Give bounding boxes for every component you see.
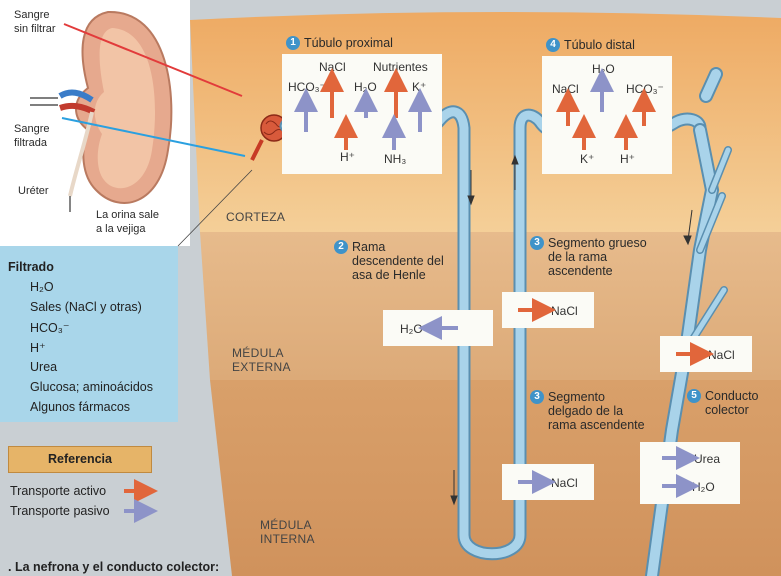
label-sangre-filtrada: Sangre filtrada (14, 123, 50, 149)
filtrado-item: Glucosa; aminoácidos (30, 380, 153, 394)
thin-nacl-label: NaCl (551, 476, 578, 490)
label-orina: La orina sale a la vejiga (96, 209, 159, 235)
segment-1-badge: 1 (286, 36, 300, 50)
segment-2-badge: 2 (334, 240, 348, 254)
medula-externa-zone (200, 232, 781, 380)
filtrado-item: Urea (30, 360, 58, 374)
zone-label-corteza: CORTEZA (226, 210, 286, 224)
collector-nacl-label: NaCl (708, 348, 735, 362)
figure-caption: . La nefrona y el conducto colector: (8, 560, 220, 574)
distal-k: K⁺ (580, 152, 595, 166)
filtrado-item: HCO₃⁻ (30, 321, 70, 335)
proximal-nh3: NH₃ (384, 152, 407, 166)
kidney-inset: Sangre sin filtrar Sangre filtrada Uréte… (0, 0, 190, 246)
collector-urea-label: Urea (694, 452, 721, 466)
filtrado-item: H⁺ (30, 341, 46, 355)
filtrado-panel: Filtrado H₂O Sales (NaCl y otras) HCO₃⁻ … (0, 246, 178, 422)
segment-5-label: Conducto colector (705, 389, 759, 417)
zone-label-medula-interna: MÉDULA INTERNA (260, 518, 315, 546)
red-pointer-line (63, 23, 243, 97)
segment-3-thin-badge: 3 (530, 390, 544, 404)
segment-4-label: Túbulo distal (564, 38, 635, 52)
blue-pointer-line (61, 117, 246, 157)
filtrado-title: Filtrado (8, 260, 54, 274)
filtrado-item: H₂O (30, 280, 54, 294)
thick-nacl-label: NaCl (551, 304, 578, 318)
distal-h: H⁺ (620, 152, 635, 166)
segment-5-badge: 5 (687, 389, 701, 403)
legend-swatches (124, 479, 158, 523)
segment-3-thick-badge: 3 (530, 236, 544, 250)
segment-3-thin-label: Segmento delgado de la rama ascendente (548, 390, 645, 432)
segment-2-label: Rama descendente del asa de Henle (352, 240, 444, 282)
proximal-transport-box (282, 54, 442, 174)
medula-interna-zone (210, 380, 781, 576)
inset-pointer-line (177, 169, 253, 247)
filtrado-item: Algunos fármacos (30, 400, 131, 414)
legend-transporte-activo: Transporte activo (10, 484, 107, 498)
label-ureter: Uréter (18, 185, 49, 197)
label-sangre-sin-filtrar: Sangre sin filtrar (14, 9, 56, 35)
kidney-illustration (30, 10, 173, 212)
proximal-h: H⁺ (340, 150, 355, 164)
descending-h2o-label: H₂O (400, 322, 423, 336)
referencia-title: Referencia (8, 446, 152, 473)
segment-1-label: Túbulo proximal (304, 36, 393, 50)
segment-3-thick-label: Segmento grueso de la rama ascendente (548, 236, 647, 278)
segment-4-badge: 4 (546, 38, 560, 52)
zone-label-medula-externa: MÉDULA EXTERNA (232, 346, 291, 374)
legend-transporte-pasivo: Transporte pasivo (10, 504, 110, 518)
filtrado-item: Sales (NaCl y otras) (30, 300, 142, 314)
